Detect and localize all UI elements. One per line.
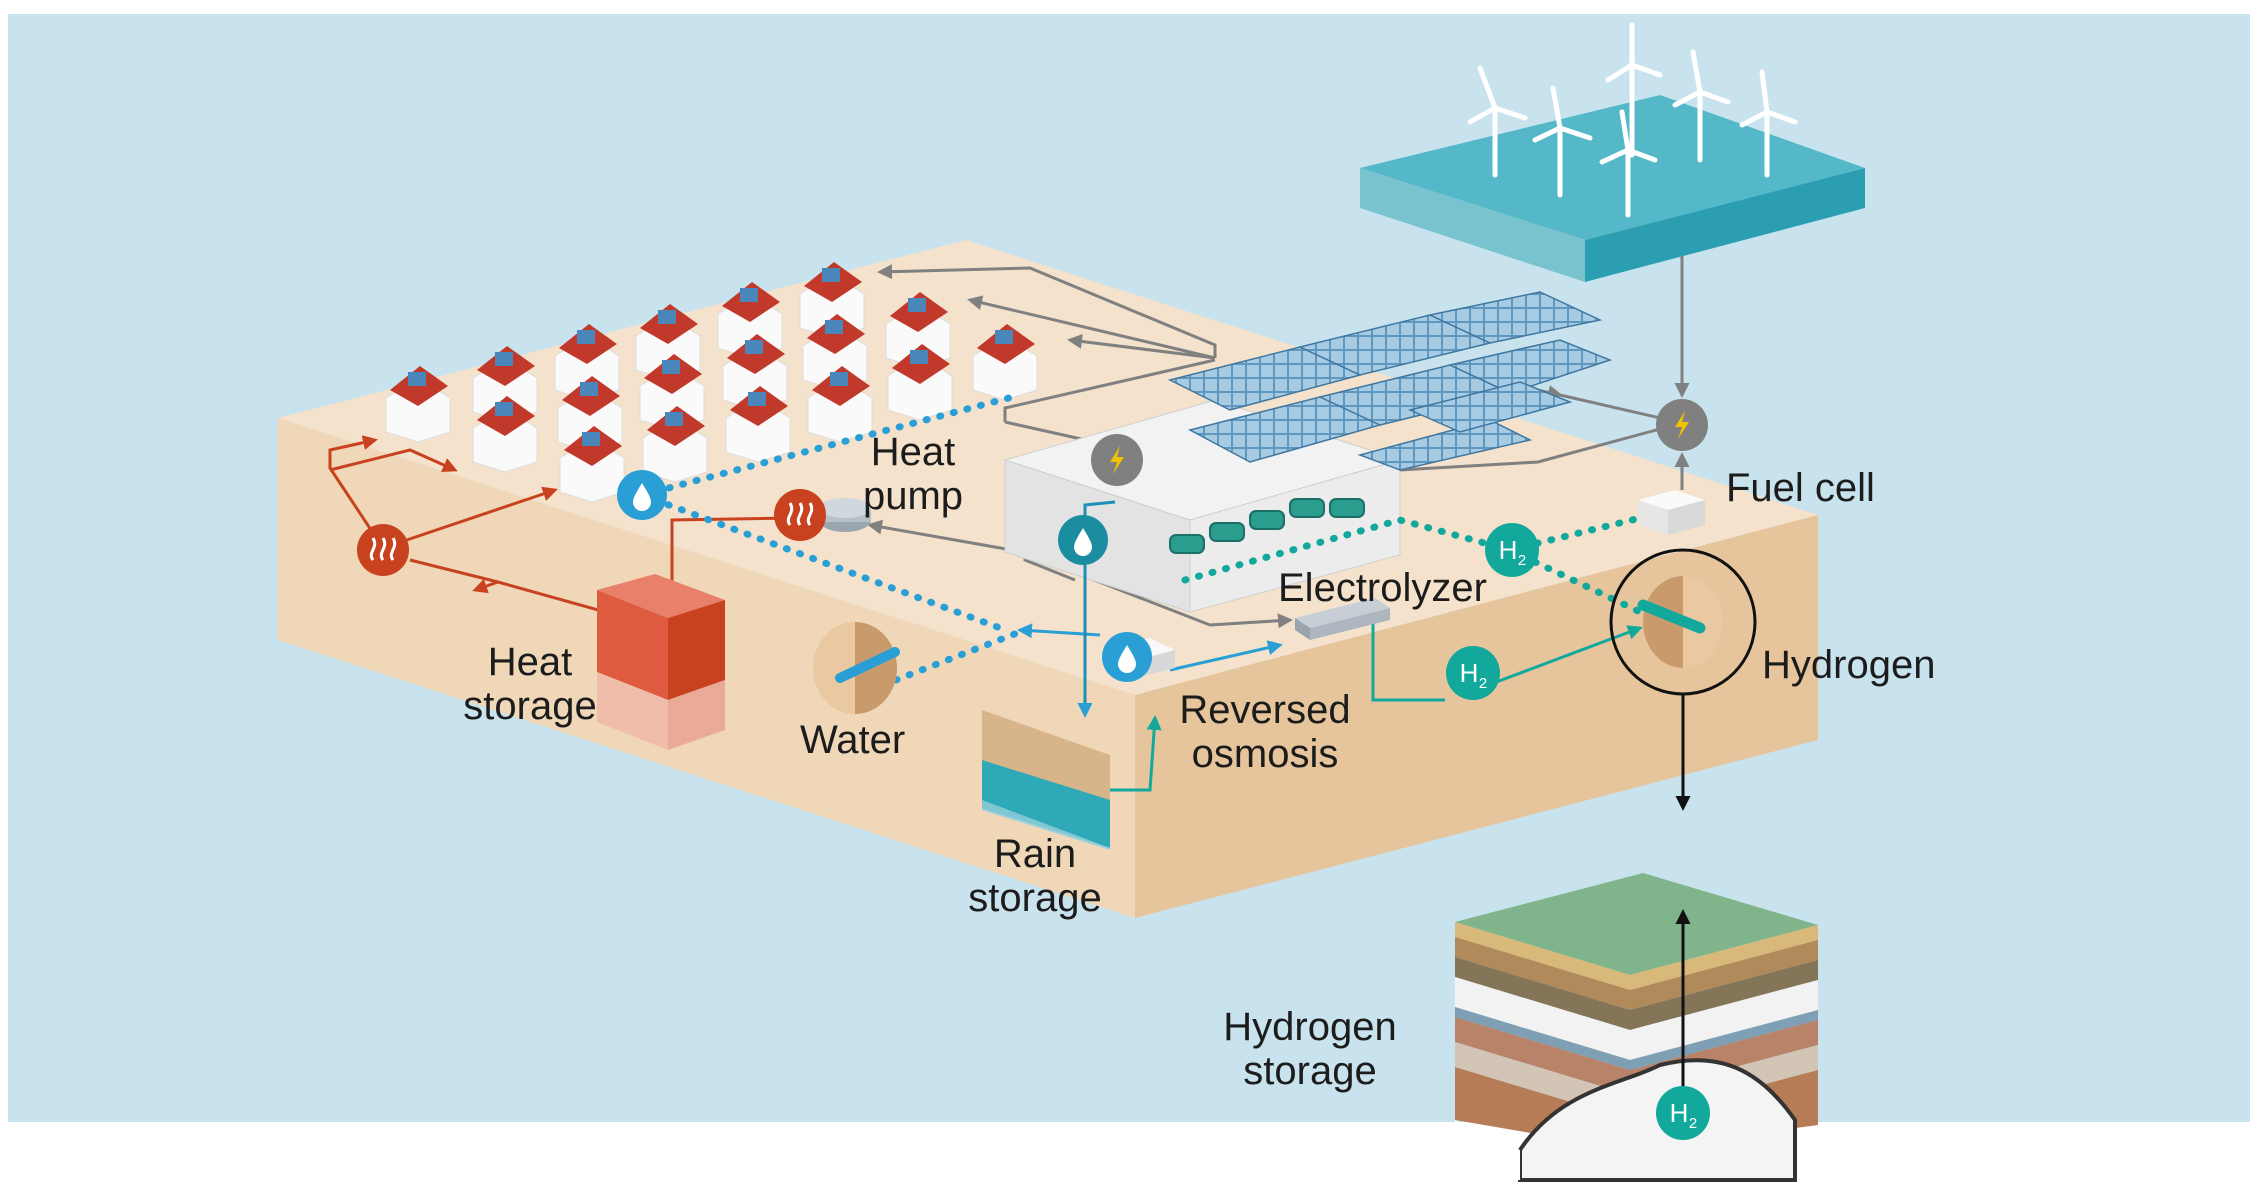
rain-storage-label-line2: storage (968, 876, 1102, 920)
heat-pump-unit (819, 498, 871, 532)
reversed-osmosis-label: Reversed osmosis (1165, 688, 1365, 776)
house-icon (385, 366, 451, 443)
water-drop-icon (617, 470, 667, 520)
heat-storage-label-line1: Heat (487, 640, 573, 684)
rain-storage-label-line1: Rain (993, 832, 1077, 876)
hydrogen-well (1609, 548, 1757, 811)
house-icon (559, 426, 625, 503)
water-label: Water (800, 718, 906, 762)
svg-text:2: 2 (1518, 552, 1526, 569)
heat-icon (774, 489, 826, 541)
offshore-wind-farm (1360, 22, 1865, 282)
hydrogen-icon: H 2 (1446, 646, 1500, 700)
water-network (638, 391, 1283, 792)
heat-pump-label-line1: Heat (870, 430, 956, 474)
heat-storage-label-line2: storage (463, 684, 597, 728)
hydrogen-storage-strata (1455, 873, 1818, 1182)
wind-turbine-icon (1467, 22, 1798, 218)
fuel-cell-label: Fuel cell (1726, 466, 1875, 510)
hydrogen-icon: H 2 (1656, 1086, 1710, 1140)
svg-text:H: H (1670, 1098, 1689, 1128)
heat-storage-label: Heat storage (445, 640, 615, 728)
heat-storage-tank (597, 574, 725, 750)
solar-panel-icon (1167, 291, 1613, 471)
rain-storage-tank (982, 710, 1110, 850)
hydrogen-storage-label-line2: storage (1243, 1049, 1377, 1093)
hydrogen-icon: H 2 (1485, 523, 1539, 577)
water-drop-icon (1058, 515, 1108, 565)
hydrogen-storage-label: Hydrogen storage (1200, 1005, 1420, 1093)
electrolyzer-label: Electrolyzer (1278, 566, 1487, 610)
rain-storage-label: Rain storage (950, 832, 1120, 920)
hydrogen-storage-label-line1: Hydrogen (1223, 1005, 1397, 1049)
houses (385, 262, 1038, 503)
electrolyzer-units (1169, 498, 1365, 554)
heat-pump-label-line2: pump (862, 474, 964, 518)
house-icon (885, 292, 951, 369)
svg-text:H: H (1499, 535, 1518, 565)
svg-text:2: 2 (1479, 675, 1487, 692)
house-icon (642, 406, 708, 483)
water-well (813, 622, 900, 714)
house-icon (972, 324, 1038, 401)
power-icon (1091, 434, 1143, 486)
svg-text:2: 2 (1689, 1115, 1697, 1132)
power-icon (1656, 399, 1708, 451)
electrolyzer-device (1295, 598, 1390, 640)
heat-pump-label: Heat pump (848, 430, 978, 518)
reversed-osmosis-label-line1: Reversed (1179, 688, 1351, 732)
hydrogen-label: Hydrogen (1762, 643, 1936, 687)
water-drop-icon (1102, 632, 1152, 682)
house-icon (725, 386, 791, 463)
reversed-osmosis-label-line2: osmosis (1191, 732, 1339, 776)
svg-text:H: H (1460, 658, 1479, 688)
heat-icon (357, 524, 409, 576)
house-icon (472, 396, 538, 473)
fuel-cell-device (1638, 490, 1705, 535)
house-icon (799, 262, 865, 339)
